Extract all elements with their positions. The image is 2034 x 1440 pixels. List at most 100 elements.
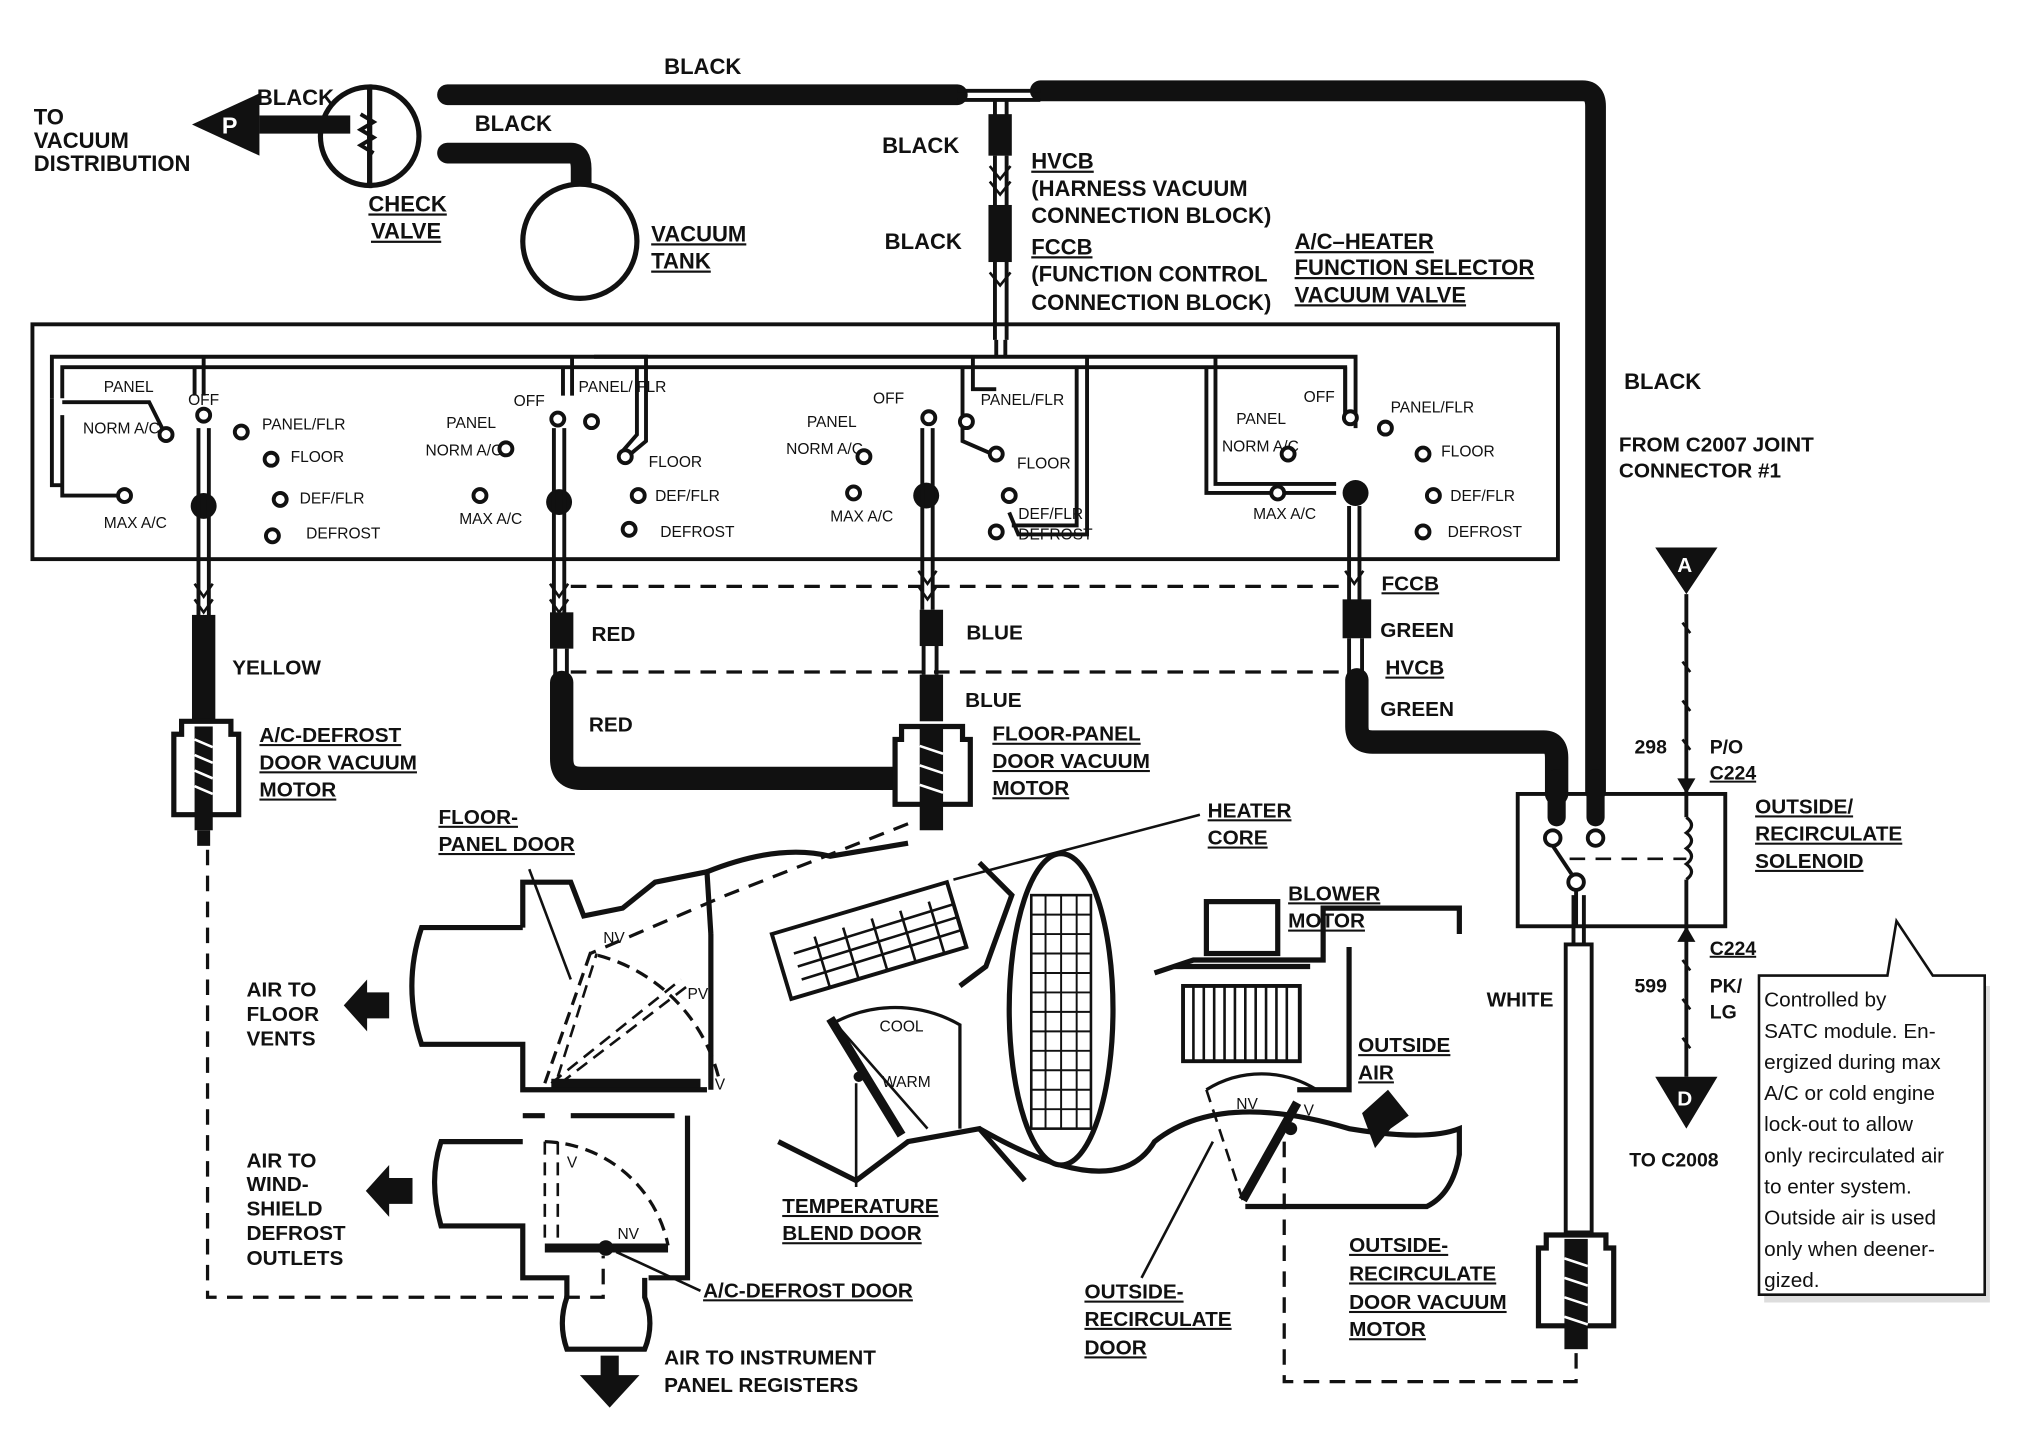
windshield-5: OUTLETS (246, 1247, 343, 1270)
temp-blend-door-1: TEMPERATURE (782, 1195, 939, 1218)
to-vacuum-arrow: P (191, 93, 351, 156)
label-hvcb: HVCB (1385, 657, 1444, 680)
c224-bottom: C224 (1710, 938, 1757, 960)
selector-1: A/C–HEATER (1295, 229, 1434, 254)
label-black-right: BLACK (1624, 369, 1701, 394)
hose-blue (919, 609, 944, 722)
selector-valve-box (30, 322, 1560, 562)
solenoid-1: OUTSIDE/ (1755, 795, 1853, 818)
selector-3: VACUUM VALVE (1295, 282, 1466, 307)
valve-group-2 (471, 354, 648, 623)
windshield-1: AIR TO (246, 1150, 316, 1173)
g1-max-ac: MAX A/C (104, 515, 167, 532)
g3-max-ac: MAX A/C (830, 509, 893, 526)
leader-ac-defrost-door (615, 1250, 702, 1292)
heater-core-1: HEATER (1208, 799, 1292, 822)
arrow-floor-vents (343, 979, 390, 1032)
g3-panel: PANEL (807, 414, 857, 431)
blower-motor-2: MOTOR (1288, 910, 1365, 933)
g1-norm-ac: NORM A/C (83, 420, 160, 437)
g4-panel-flr: PANEL/FLR (1391, 400, 1475, 417)
g2-norm-ac: NORM A/C (425, 442, 502, 459)
valve-group-1 (49, 356, 289, 623)
floor-panel-motor-1: FLOOR-PANEL (992, 723, 1141, 746)
label-yellow: YELLOW (232, 657, 321, 680)
floor-panel-motor-2: DOOR VACUUM (992, 750, 1150, 773)
g3-floor: FLOOR (1017, 455, 1071, 472)
ac-defrost-motor-1: A/C-DEFROST (259, 724, 401, 747)
leader-floor-panel-door (528, 868, 572, 980)
temp-blend-door-2: BLEND DOOR (782, 1222, 921, 1245)
note-line-5: lock-out to allow (1764, 1113, 1914, 1136)
connector-d-label: D (1677, 1087, 1692, 1110)
g2-def-flr: DEF/FLR (655, 488, 720, 505)
outside-recirc-door (1205, 1072, 1318, 1203)
label-white: WHITE (1487, 989, 1554, 1012)
check-valve-1: CHECK (368, 191, 446, 216)
g4-def-flr: DEF/FLR (1450, 488, 1515, 505)
wire-298-arrow (1677, 778, 1696, 794)
g1-panel-flr: PANEL/FLR (262, 416, 346, 433)
solenoid-3: SOLENOID (1755, 850, 1863, 873)
mark-nv-3: NV (1236, 1096, 1258, 1113)
g3-panel-flr: PANEL/FLR (981, 392, 1065, 409)
fccb-1: FCCB (1031, 234, 1092, 259)
arrow-windshield (365, 1164, 413, 1217)
ac-defrost-motor-2: DOOR VACUUM (259, 751, 417, 774)
recirc-motor-1: OUTSIDE- (1349, 1234, 1448, 1257)
mark-warm: WARM (882, 1074, 931, 1091)
windshield-3: SHIELD (246, 1198, 322, 1221)
recirc-motor-3: DOOR VACUUM (1349, 1291, 1507, 1314)
vacuum-tank-2: TANK (651, 249, 711, 274)
g1-panel: PANEL (104, 379, 154, 396)
valve-group-4 (1204, 356, 1442, 604)
labels: TO VACUUM DISTRIBUTION BLACK BLACK BLACK… (34, 54, 1944, 1397)
connector-d: D (1655, 1076, 1718, 1129)
g4-off: OFF (1304, 389, 1335, 406)
to-c2008: TO C2008 (1629, 1149, 1719, 1171)
outside-recirc-motor (1535, 1232, 1617, 1350)
floor-vents-3: VENTS (246, 1028, 315, 1051)
note-line-7: to enter system. (1764, 1176, 1912, 1199)
tee-junction (957, 88, 1041, 120)
g2-max-ac: MAX A/C (459, 511, 522, 528)
floor-vents-1: AIR TO (246, 978, 316, 1001)
selector-2: FUNCTION SELECTOR (1295, 255, 1535, 280)
g4-max-ac: MAX A/C (1253, 506, 1316, 523)
hvcb-3: CONNECTION BLOCK) (1031, 203, 1271, 228)
linkage-floor-panel (589, 822, 909, 956)
hvcb-2: (HARNESS VACUUM (1031, 176, 1247, 201)
hose-black-tank (437, 142, 592, 200)
arrow-outside-air (1362, 1089, 1409, 1149)
vacuum-tank-1: VACUUM (651, 221, 746, 246)
pk-lg-1: PK/ (1710, 975, 1743, 997)
connector-a: A (1655, 547, 1718, 595)
label-green-2: GREEN (1380, 698, 1454, 721)
check-valve-2: VALVE (371, 219, 441, 244)
vacuum-tank (520, 181, 640, 301)
floor-panel-motor (892, 723, 973, 831)
g2-floor: FLOOR (649, 454, 703, 471)
hvcb-fccb-stack (988, 114, 1012, 340)
g2-panel-flr: PANEL/ FLR (579, 379, 667, 396)
hvcb-1: HVCB (1031, 149, 1093, 174)
g3-off: OFF (873, 390, 904, 407)
linkage-ac-defrost (205, 849, 605, 1299)
outside-air-1: OUTSIDE (1358, 1034, 1450, 1057)
label-black-hv: BLACK (882, 133, 959, 158)
label-fccb: FCCB (1382, 572, 1440, 595)
to-vacuum-1: TO (34, 105, 64, 130)
label-blue-1: BLUE (966, 622, 1023, 645)
from-c2007-2: CONNECTOR #1 (1619, 459, 1781, 482)
from-c2007-1: FROM C2007 JOINT (1619, 433, 1814, 456)
g4-floor: FLOOR (1441, 444, 1495, 461)
leader-heater-core (953, 813, 1201, 881)
recirc-door-1: OUTSIDE- (1084, 1281, 1183, 1304)
manifold-line-inner (60, 339, 1348, 418)
g2-off: OFF (514, 393, 545, 410)
note-callout (1757, 917, 1990, 1303)
note-line-8: Outside air is used (1764, 1207, 1936, 1230)
hose-black-top-right (1029, 80, 1606, 802)
g4-norm-ac: NORM A/C (1222, 438, 1299, 455)
